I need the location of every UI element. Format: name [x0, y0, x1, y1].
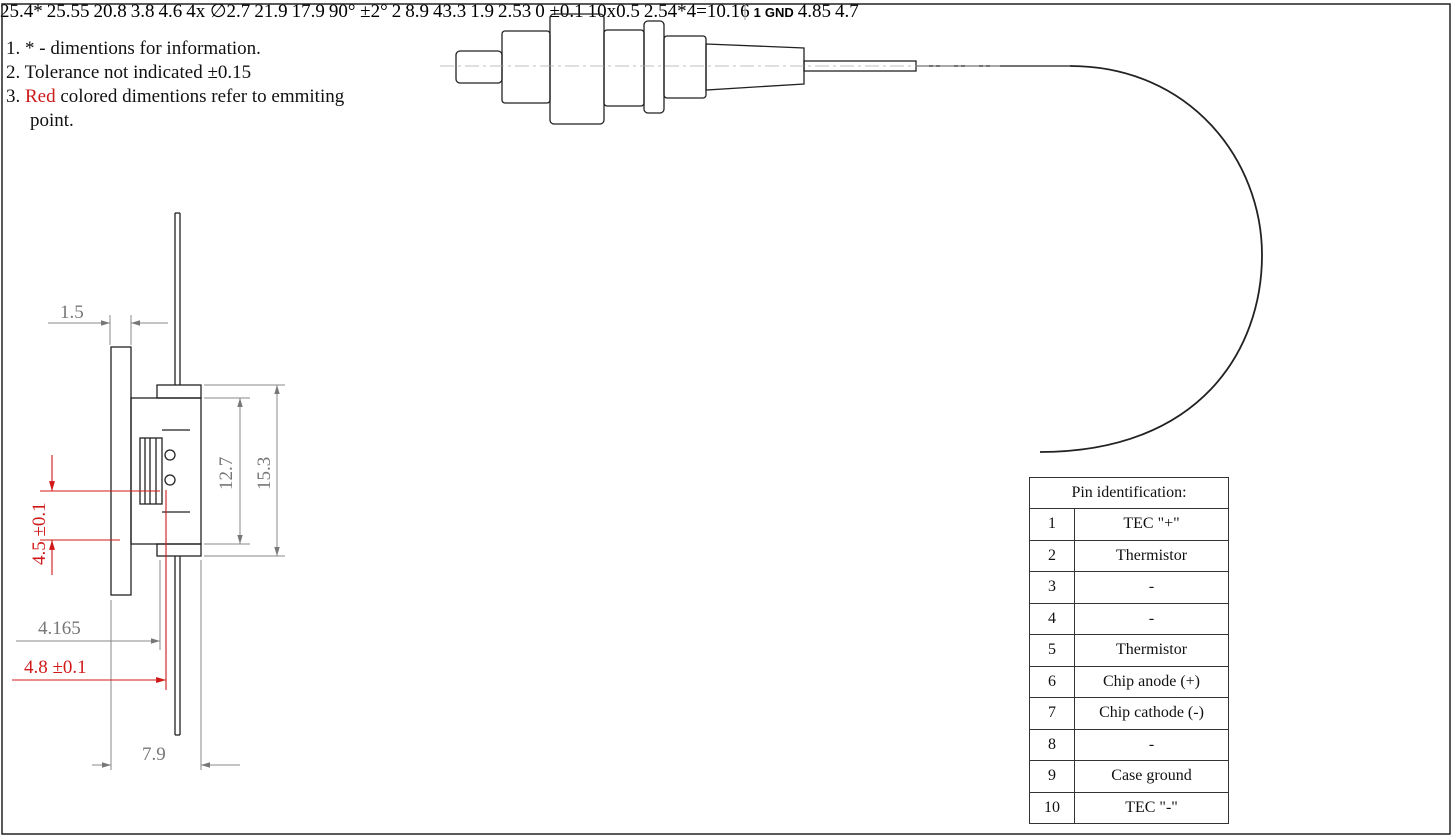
dim-7-9: 7.9 [142, 744, 166, 765]
dim-4-165: 4.165 [38, 618, 81, 639]
dim-1-5: 1.5 [60, 302, 84, 323]
pin-1-marker: 1 [753, 5, 761, 20]
dim-15-3: 15.3 [254, 457, 275, 490]
dim-43-3: 43.3 [432, 1, 467, 22]
dim-hole-diameter: 4x ∅2.7 [186, 1, 251, 22]
dim-25-4: 25.4* [0, 1, 43, 22]
dim-8-9: 8.9 [405, 1, 429, 22]
dim-4-85: 4.85 [797, 1, 831, 22]
pin-number: 3 [1029, 571, 1075, 604]
note-3-continued: point. [30, 109, 74, 133]
pin-name: - [1074, 602, 1229, 635]
pin-table-header: Pin identification: [1029, 477, 1229, 509]
pin-name: Chip anode (+) [1074, 665, 1229, 698]
dim-4-6: 4.6 [158, 1, 183, 22]
pin-name: TEC "-" [1074, 791, 1229, 824]
pin-name: - [1074, 728, 1229, 761]
pin-name: TEC "+" [1074, 508, 1229, 541]
pin-table-title: Pin identification: [1029, 477, 1229, 509]
gnd-marker: GND [764, 5, 794, 20]
dim-21-9: 21.9 [254, 1, 288, 22]
pin-number: 2 [1029, 539, 1075, 572]
note-1-number: 1. [6, 38, 21, 59]
dim-25-55: 25.55 [46, 1, 90, 22]
note-1: 1. * - dimentions for information. [6, 37, 261, 61]
pin-name: Thermistor [1074, 634, 1229, 667]
note-2-text: Tolerance not indicated ±0.15 [24, 62, 252, 83]
note-3-text: colored dimentions refer to emmiting [60, 86, 345, 107]
dim-1-9: 1.9 [470, 1, 494, 22]
note-2: 2. Tolerance not indicated ±0.15 [6, 61, 251, 85]
dim-10x0-5: 10x0.5 [587, 1, 640, 22]
dim-2-53: 2.53 [497, 1, 532, 22]
note-3-red-word: Red [25, 86, 56, 107]
note-2-number: 2. [6, 62, 21, 83]
left-view-red-dimension-lines [12, 455, 167, 690]
note-3: 3. Red colored dimentions refer to emmit… [6, 85, 344, 109]
pin-name: - [1074, 571, 1229, 604]
pin-number: 7 [1029, 697, 1075, 730]
pin-number: 4 [1029, 602, 1075, 635]
pin-number: 10 [1029, 791, 1075, 824]
left-side-view [110, 212, 202, 736]
pin-number: 6 [1029, 665, 1075, 698]
pin-number: 5 [1029, 634, 1075, 667]
pin-number: 8 [1029, 728, 1075, 761]
pin-number: 9 [1029, 760, 1075, 793]
pin-number: 1 [1029, 508, 1075, 541]
dim-12-7: 12.7 [216, 457, 237, 490]
dim-pitch: 2.54*4=10.16 [643, 1, 750, 22]
pin-name: Thermistor [1074, 539, 1229, 572]
dim-2: 2 [391, 1, 402, 22]
dim-4-5: 4.5 ±0.1 [29, 502, 50, 565]
table-row: 8- [1029, 728, 1229, 761]
fiber-cable [1039, 65, 1263, 453]
dim-0: 0 ±0.1 [535, 1, 584, 22]
dim-17-9: 17.9 [291, 1, 325, 22]
left-view-dimension-lines [16, 315, 285, 770]
fiber-connector [440, 13, 1070, 125]
note-3-text-continued: point. [30, 110, 74, 131]
dim-4-7: 4.7 [834, 1, 859, 22]
note-1-text: * - dimentions for information. [25, 38, 261, 59]
pin-name: Chip cathode (-) [1074, 697, 1229, 730]
dim-3-8: 3.8 [130, 1, 155, 22]
table-row: 3- [1029, 571, 1229, 604]
dim-20-8: 20.8 [93, 1, 127, 22]
dim-4-8: 4.8 ±0.1 [24, 657, 87, 678]
table-row: 4- [1029, 602, 1229, 635]
note-3-number: 3. [6, 86, 21, 107]
dim-angle: 90° ±2° [328, 1, 388, 22]
drawing-frame [1, 3, 1451, 835]
pin-name: Case ground [1074, 760, 1229, 793]
